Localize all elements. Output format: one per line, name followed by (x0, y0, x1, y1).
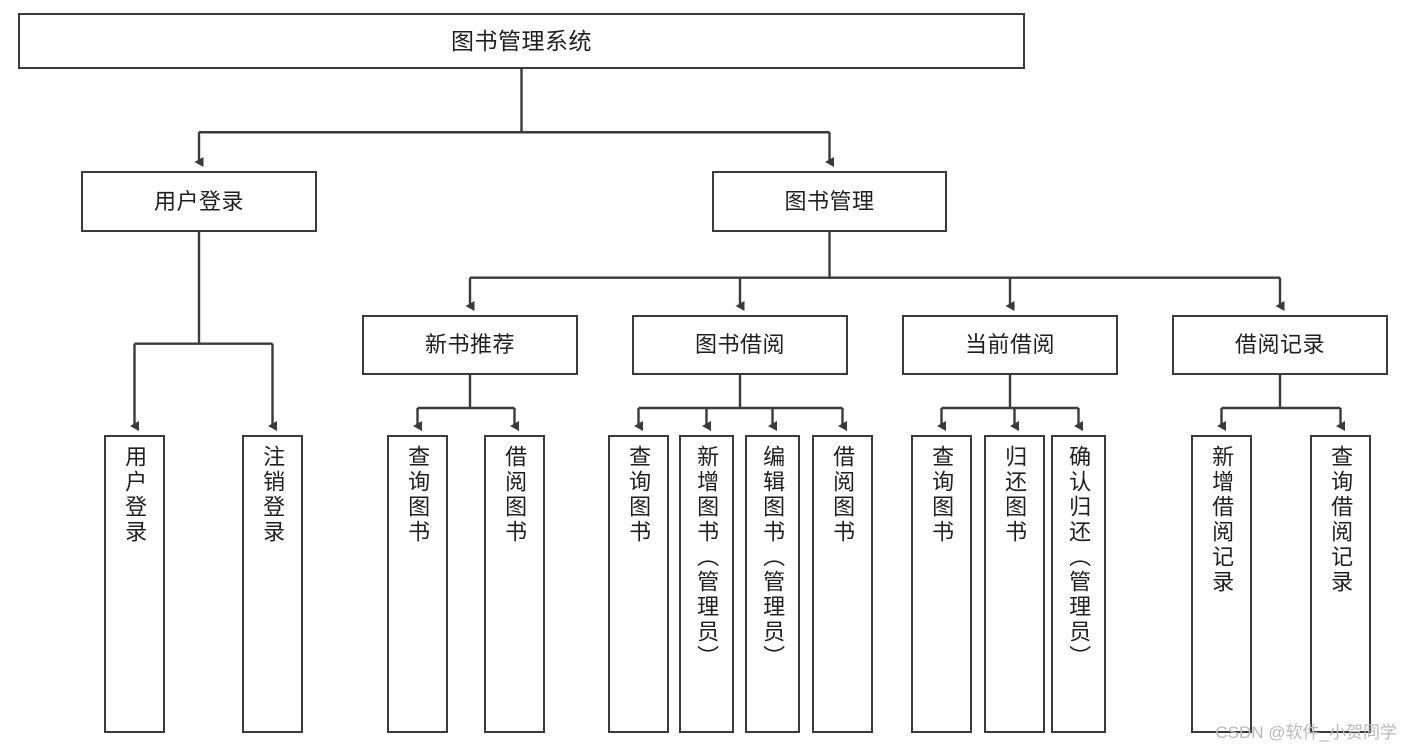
node-label: 归还图书 (1002, 445, 1028, 545)
node-borrow-record[interactable]: 借阅记录 (1172, 315, 1388, 375)
node-label: 用户登录 (122, 445, 148, 545)
node-label: 编辑图书（管理员） (760, 445, 786, 670)
node-leaf-add-borrow-record[interactable]: 新增借阅记录 (1191, 435, 1252, 733)
node-label: 借阅记录 (1234, 332, 1325, 358)
node-label: 查询图书 (405, 445, 431, 545)
node-label: 图书管理 (784, 188, 875, 214)
node-leaf-query-borrow-record[interactable]: 查询借阅记录 (1310, 435, 1371, 733)
node-label: 图书借阅 (694, 332, 785, 358)
node-book-management[interactable]: 图书管理 (712, 171, 947, 232)
node-label: 新增图书（管理员） (694, 445, 720, 670)
node-root-system[interactable]: 图书管理系统 (18, 13, 1025, 69)
node-leaf-edit-book[interactable]: 编辑图书（管理员） (745, 435, 800, 733)
node-label: 借阅图书 (830, 445, 856, 545)
node-label: 图书管理系统 (451, 27, 592, 54)
node-label: 当前借阅 (964, 332, 1055, 358)
node-leaf-query-book-3[interactable]: 查询图书 (911, 435, 972, 733)
node-user-login[interactable]: 用户登录 (81, 171, 317, 232)
node-leaf-confirm-return[interactable]: 确认归还（管理员） (1051, 435, 1106, 733)
node-leaf-return-book[interactable]: 归还图书 (984, 435, 1045, 733)
node-leaf-query-book-2[interactable]: 查询图书 (608, 435, 669, 733)
node-label: 注销登录 (260, 445, 286, 545)
node-label: 借阅图书 (502, 445, 528, 545)
node-label: 查询借阅记录 (1328, 445, 1354, 595)
node-label: 新增借阅记录 (1209, 445, 1235, 595)
node-label: 用户登录 (153, 188, 244, 214)
node-label: 查询图书 (626, 445, 652, 545)
node-leaf-logout[interactable]: 注销登录 (242, 435, 303, 733)
node-label: 查询图书 (929, 445, 955, 545)
node-leaf-borrow-book-1[interactable]: 借阅图书 (484, 435, 545, 733)
node-new-book-recommendation[interactable]: 新书推荐 (362, 315, 578, 375)
node-leaf-add-book[interactable]: 新增图书（管理员） (679, 435, 734, 733)
node-leaf-borrow-book-2[interactable]: 借阅图书 (812, 435, 873, 733)
node-book-borrow[interactable]: 图书借阅 (632, 315, 848, 375)
node-leaf-query-book-1[interactable]: 查询图书 (387, 435, 448, 733)
node-label: 确认归还（管理员） (1066, 445, 1092, 670)
edge-paths (130, 69, 1345, 431)
node-leaf-user-login[interactable]: 用户登录 (104, 435, 165, 733)
node-current-borrow[interactable]: 当前借阅 (902, 315, 1118, 375)
node-label: 新书推荐 (424, 332, 515, 358)
